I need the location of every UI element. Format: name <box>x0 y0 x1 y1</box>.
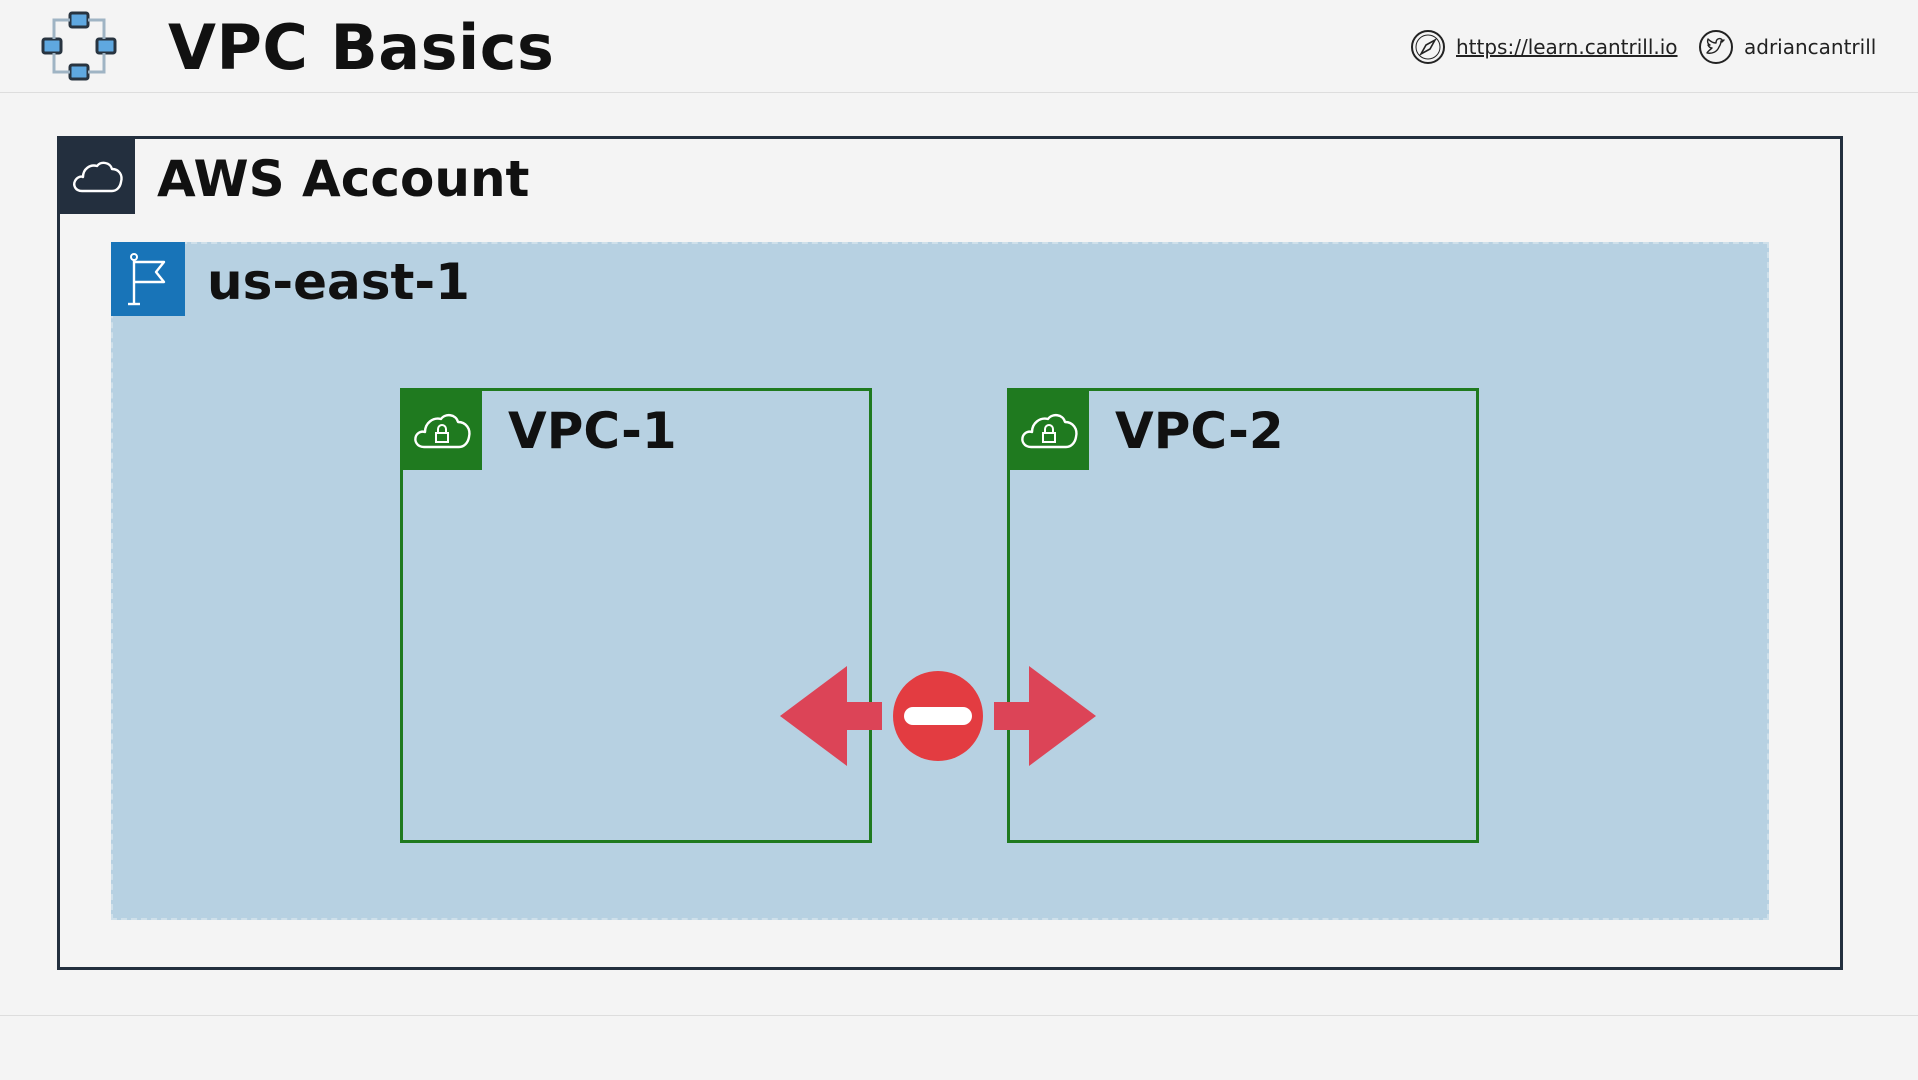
vpc-1-label: VPC-1 <box>508 402 677 460</box>
vpc-1-container: VPC-1 <box>400 388 872 843</box>
header: VPC Basics https://learn.cantrill.io adr… <box>0 0 1918 93</box>
no-entry-icon <box>893 671 983 761</box>
network-icon <box>41 11 117 81</box>
account-label: AWS Account <box>157 150 530 208</box>
right-arrow-icon <box>994 666 1096 766</box>
cloud-icon <box>72 161 123 192</box>
website-link-text[interactable]: https://learn.cantrill.io <box>1456 35 1678 59</box>
account-badge <box>60 139 135 214</box>
region-container: us-east-1 <box>111 242 1769 920</box>
flag-icon <box>128 253 166 306</box>
twitter-icon <box>1699 30 1733 64</box>
region-badge <box>111 242 185 316</box>
cloud-lock-icon <box>413 413 471 448</box>
vpc-2-badge <box>1010 391 1089 470</box>
twitter-handle[interactable]: adriancantrill <box>1744 35 1877 59</box>
compass-icon <box>1411 30 1445 64</box>
website-link[interactable]: https://learn.cantrill.io <box>1410 28 1678 66</box>
blocked-connection <box>780 666 1096 766</box>
vpc-2-container: VPC-2 <box>1007 388 1479 843</box>
vpc-1-badge <box>403 391 482 470</box>
cloud-lock-icon <box>1020 413 1078 448</box>
footer-divider <box>0 1015 1918 1016</box>
left-arrow-icon <box>780 666 882 766</box>
twitter-link[interactable]: adriancantrill <box>1698 28 1876 66</box>
vpc-2-label: VPC-2 <box>1115 402 1284 460</box>
page-title: VPC Basics <box>168 11 555 84</box>
region-label: us-east-1 <box>207 253 470 311</box>
